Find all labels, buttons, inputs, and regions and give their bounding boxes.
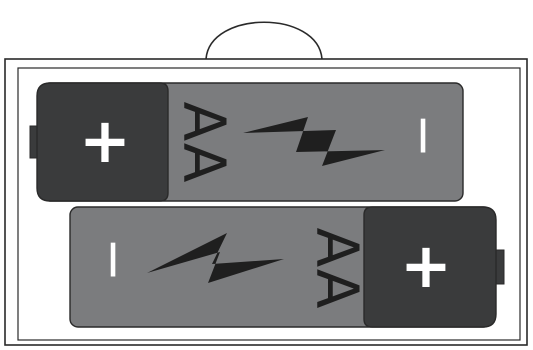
battery-bottom-type-label: AA (303, 228, 371, 309)
battery-top-type-label: AA (170, 102, 238, 183)
hanger-tab-icon (206, 22, 322, 59)
battery-top-minus-sign: I (416, 110, 430, 164)
battery-bottom-plus-sign: + (400, 229, 452, 302)
battery-bottom: + AA I (70, 207, 504, 327)
battery-top: + AA I (30, 83, 463, 201)
battery-top-plus-sign: + (79, 104, 131, 177)
battery-bottom-minus-sign: I (106, 234, 120, 288)
